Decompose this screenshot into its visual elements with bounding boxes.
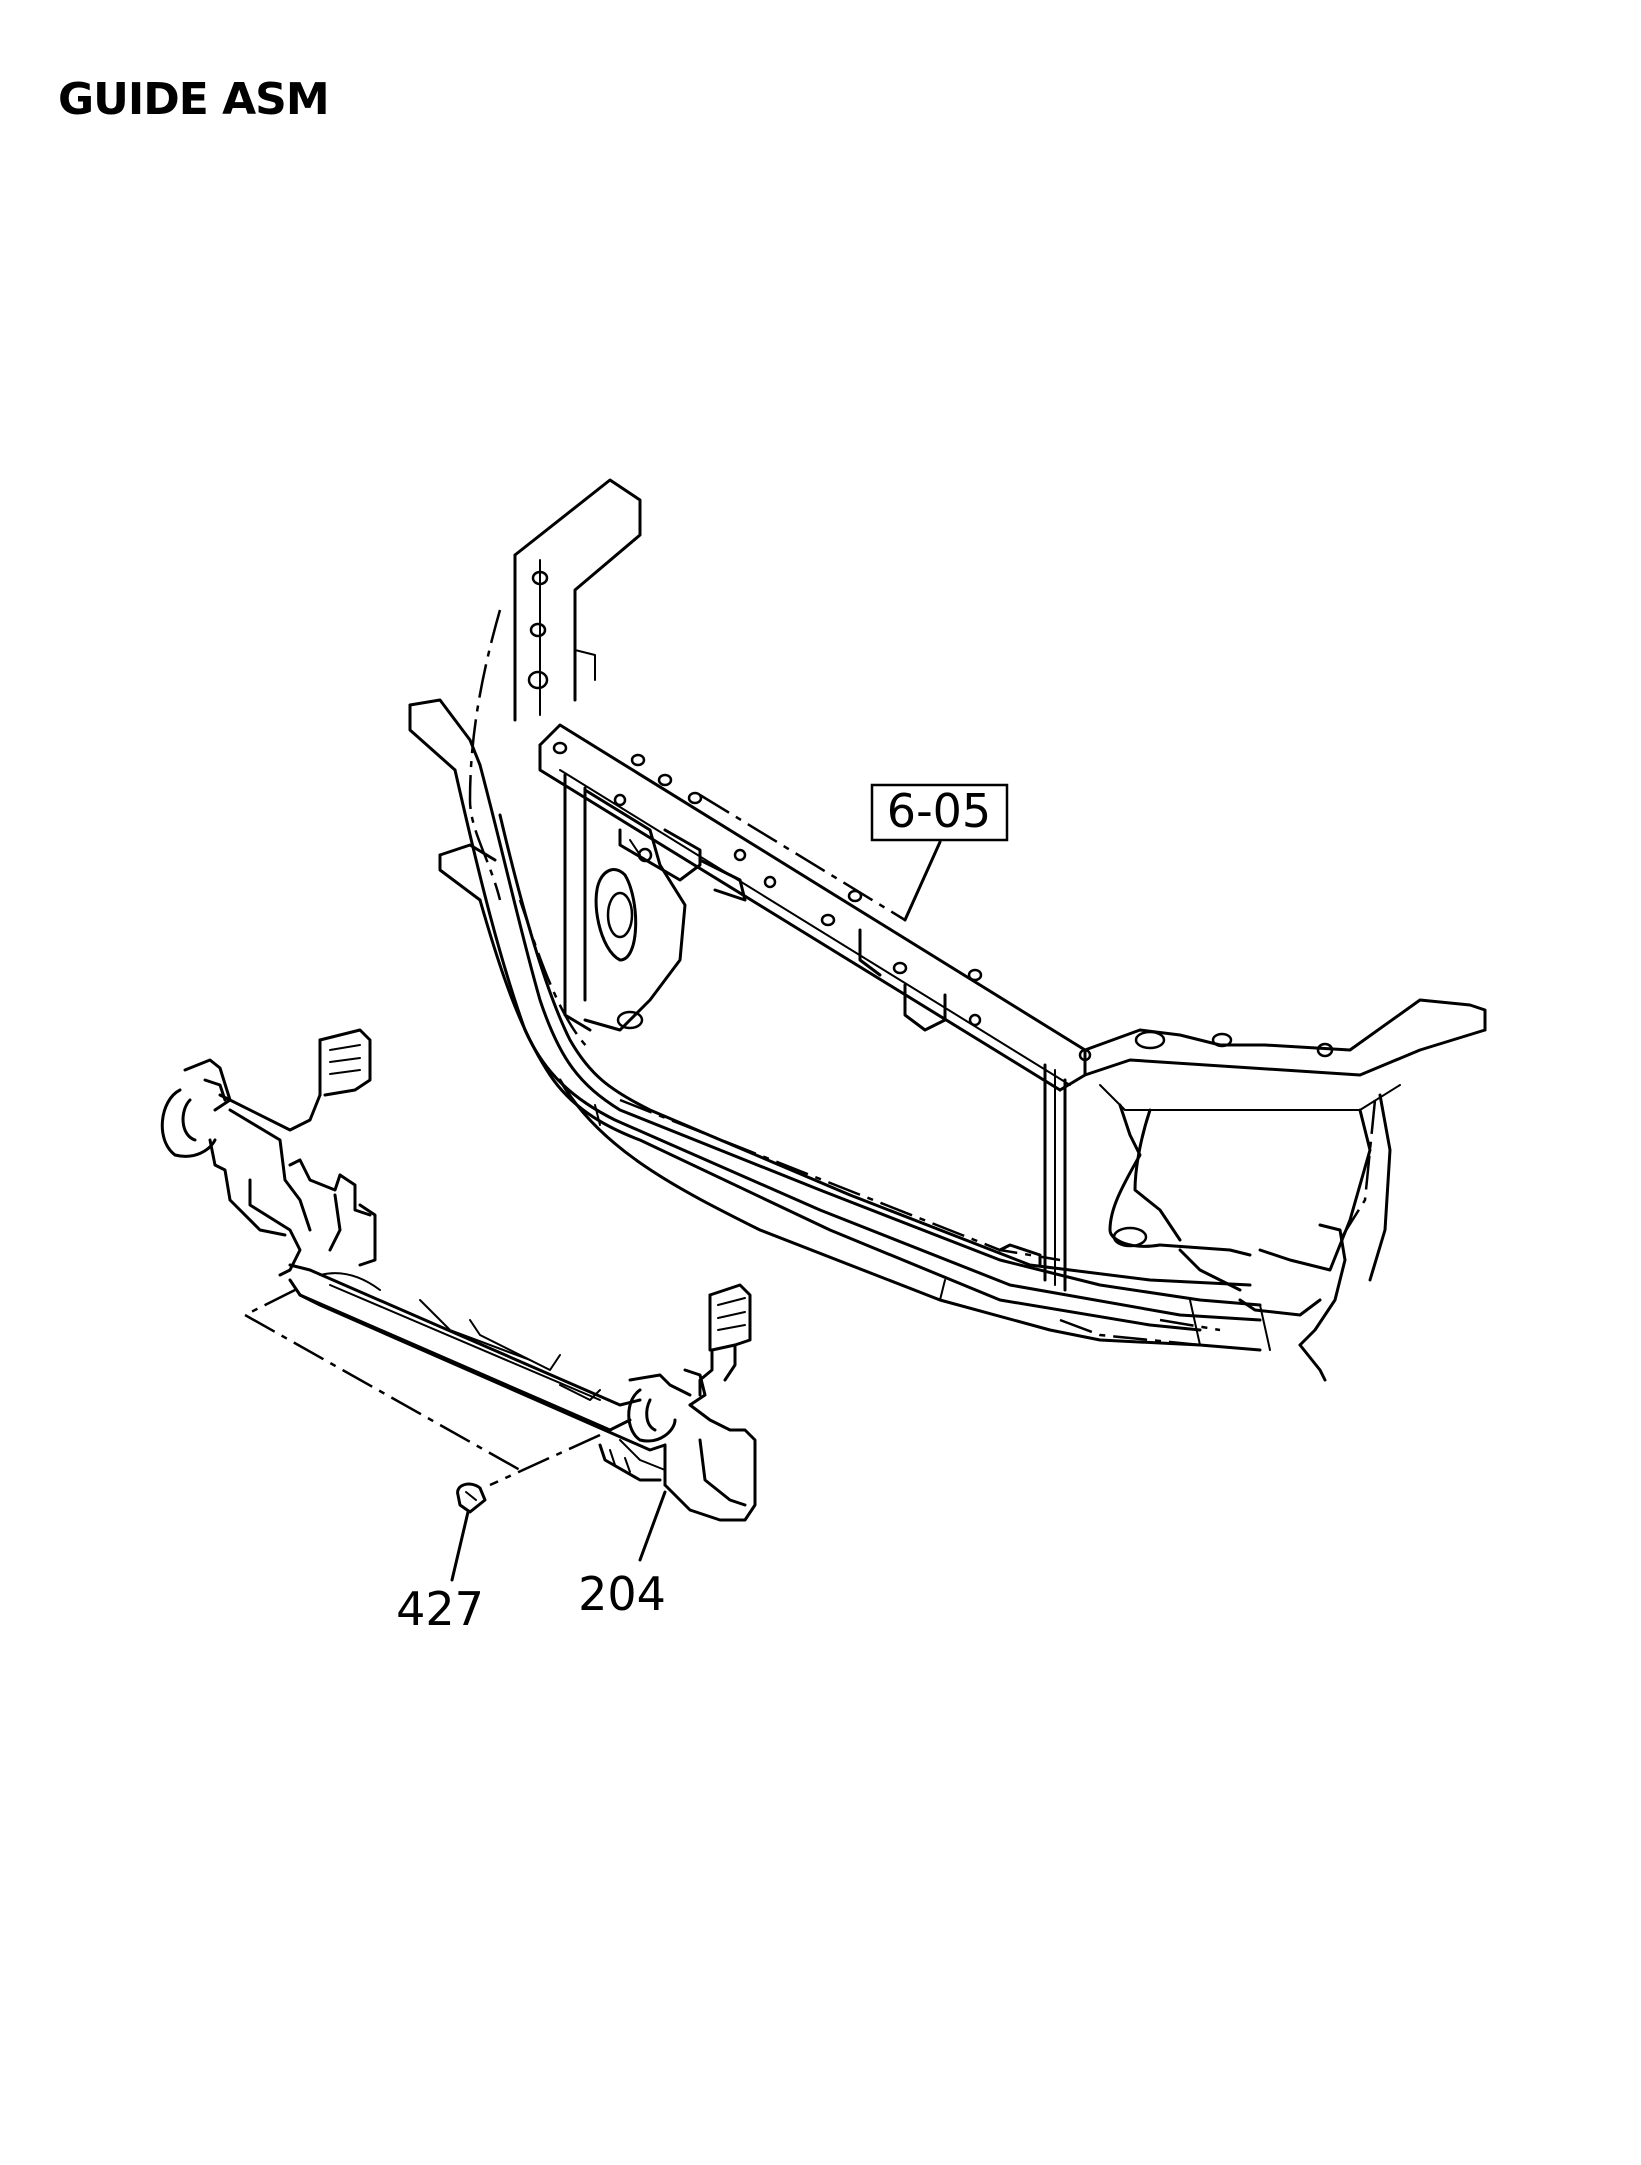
clip-part-427	[450, 1482, 487, 1582]
guide-asm-part-204	[160, 1028, 757, 1522]
page-title: GUIDE ASM	[58, 74, 330, 125]
part-number-204: 204	[578, 1567, 666, 1621]
part-number-427: 427	[396, 1582, 484, 1636]
radiator-core-support	[408, 478, 1487, 1382]
callout-6-05-label: 6-05	[887, 784, 991, 838]
leader-204	[638, 1490, 667, 1562]
callout-6-05: 6-05	[870, 783, 1009, 922]
